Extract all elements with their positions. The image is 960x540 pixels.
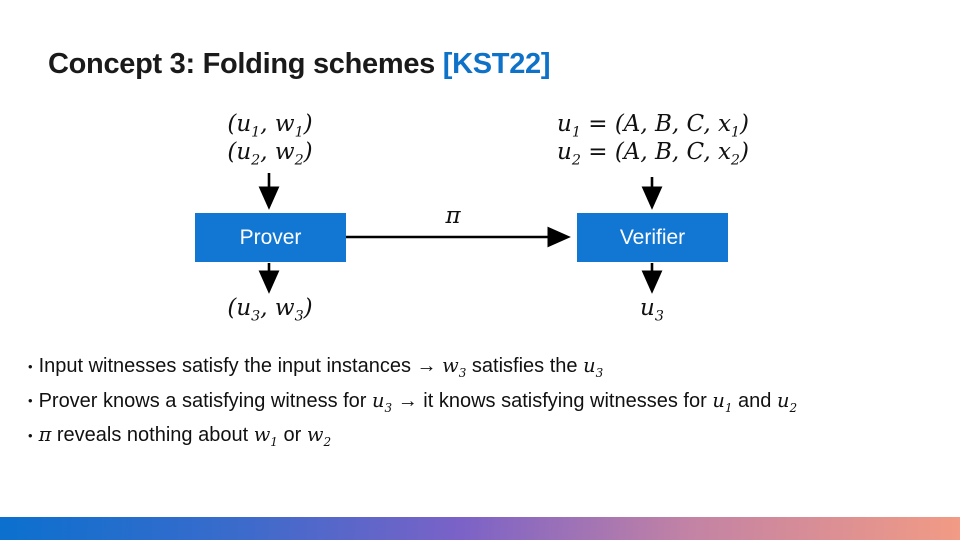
prover-node: Prover (195, 213, 346, 262)
bullet-item: • Input witnesses satisfy the input inst… (28, 349, 797, 384)
prover-input-2: (u2, w2) (227, 139, 313, 169)
bullet-dot: • (28, 358, 33, 374)
verifier-node-label: Verifier (619, 225, 686, 249)
verifier-node: Verifier (577, 213, 728, 262)
prover-output-label: (u3, w3) (227, 295, 313, 325)
page-title: Concept 3: Folding schemes [KST22] (48, 48, 551, 81)
proof-message-label: π (445, 203, 461, 229)
bullet-text: Input witnesses satisfy the input instan… (38, 354, 604, 381)
verifier-input-2: u2 = (A, B, C, x2) (557, 139, 749, 169)
bullet-text: π reveals nothing about w1 or w2 (38, 423, 332, 450)
bullet-dot: • (28, 393, 33, 409)
bullet-item: • π reveals nothing about w1 or w2 (28, 418, 797, 453)
page-title-main: Concept 3: Folding schemes (48, 48, 443, 80)
bullet-dot: • (28, 427, 33, 443)
page-title-citation: [KST22] (442, 48, 551, 80)
verifier-output-label: u3 (640, 295, 664, 325)
prover-input-1: (u1, w1) (227, 111, 313, 141)
prover-node-label: Prover (239, 225, 302, 249)
bullet-text: Prover knows a satisfying witness for u3… (38, 388, 798, 415)
verifier-input-1: u1 = (A, B, C, x1) (557, 111, 749, 141)
footer-gradient-bar (0, 517, 960, 540)
verifier-input-labels: u1 = (A, B, C, x1) u2 = (A, B, C, x2) (538, 110, 768, 169)
prover-input-labels: (u1, w1) (u2, w2) (170, 110, 370, 169)
bullet-list: • Input witnesses satisfy the input inst… (28, 349, 797, 453)
bullet-item: • Prover knows a satisfying witness for … (28, 384, 797, 419)
